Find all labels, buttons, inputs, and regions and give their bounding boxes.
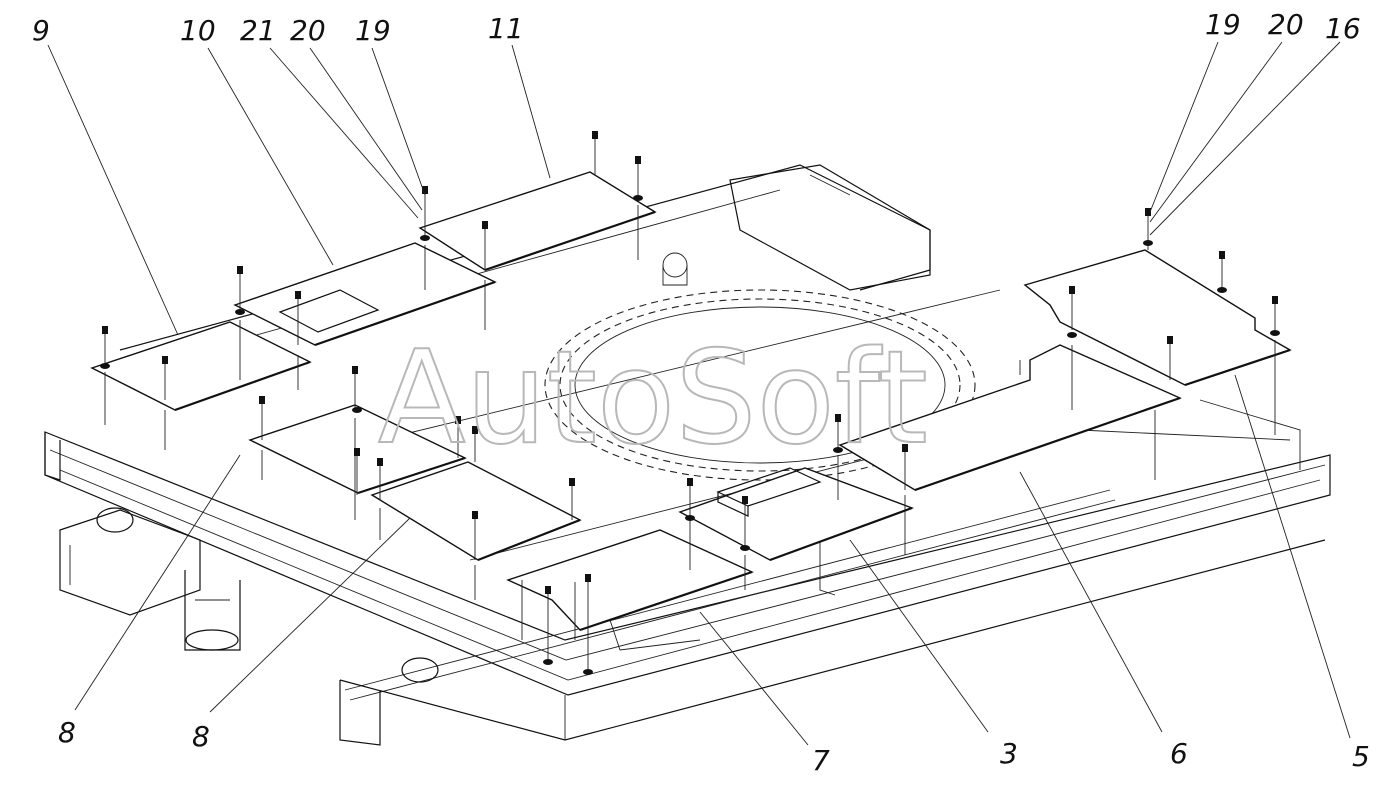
callout-labels: 9 10 21 20 19 11 19 20 16 8 8 7 3 6 5 [32,8,1370,777]
callout-8-right: 8 [192,720,210,753]
callout-19-right: 19 [1205,8,1241,41]
callout-7: 7 [812,744,830,777]
bolt-heads [100,131,1280,675]
watermark-text: AutoSoft [378,324,928,473]
callout-5: 5 [1352,740,1370,773]
cover-plates [90,171,1292,632]
callout-10: 10 [180,14,216,47]
callout-3: 3 [1000,737,1018,770]
callout-19-left: 19 [355,14,391,47]
callout-8-left: 8 [58,716,76,749]
plate-9 [90,321,312,411]
callout-9: 9 [32,14,50,47]
fasteners [104,135,1276,670]
plate-11 [418,171,657,271]
plate-7 [506,529,754,631]
callout-20-right: 20 [1268,8,1304,41]
callout-16: 16 [1325,12,1361,45]
callout-6: 6 [1170,737,1188,770]
callout-20-left: 20 [290,14,326,47]
callout-21: 21 [240,14,276,47]
callout-11: 11 [488,12,524,45]
leader-lines [47,41,1351,746]
plate-3 [678,467,915,561]
